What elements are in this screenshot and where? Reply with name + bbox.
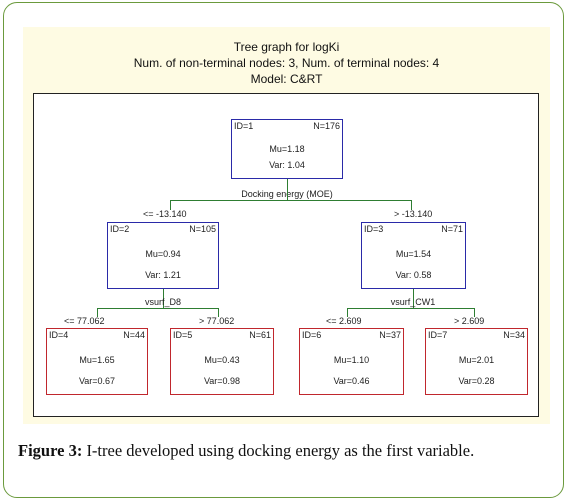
tree-node-2: ID=2 N=105 Mu=0.94 Var: 1.21 — [107, 222, 219, 289]
node-count: N=71 — [441, 224, 463, 234]
figure-caption-label: Figure 3: — [18, 441, 83, 460]
edge-root-stem — [287, 179, 288, 201]
node-variance: Var: 1.21 — [145, 270, 181, 280]
node-variance: Var: 0.58 — [395, 270, 432, 280]
node-id: ID=7 — [428, 330, 448, 340]
tree-diagram: ID=1 N=176 Mu=1.18 Var: 1.04 Docking ene… — [33, 93, 539, 417]
edge-right-stem — [413, 289, 414, 309]
node-count: N=37 — [379, 330, 401, 340]
split-label-left-right: > 77.062 — [199, 316, 235, 326]
split-label-root-right: > -13.140 — [394, 209, 433, 219]
node-id: ID=6 — [302, 330, 322, 340]
model-label: Model: C&RT — [250, 72, 323, 86]
node-variance: Var=0.98 — [203, 376, 241, 386]
edge-left-left — [97, 308, 98, 317]
split-label-right-left: <= 2.609 — [326, 316, 362, 326]
plot-area: Tree graph for logKi Num. of non-termina… — [23, 27, 550, 424]
figure-frame: Tree graph for logKi Num. of non-termina… — [3, 2, 564, 498]
node-mean: Mu=1.10 — [333, 355, 370, 365]
node-count: N=44 — [123, 330, 145, 340]
node-id: ID=4 — [49, 330, 69, 340]
edge-right-bar — [347, 308, 475, 309]
node-count: N=34 — [503, 330, 525, 340]
split-label-left-left: <= 77.062 — [64, 316, 105, 326]
node-mean: Mu=1.54 — [395, 249, 432, 259]
node-count-summary: Num. of non-terminal nodes: 3, Num. of t… — [133, 56, 440, 70]
edge-left-right — [218, 308, 219, 317]
node-id: ID=5 — [173, 330, 193, 340]
tree-node-5: ID=5 N=61 Mu=0.43 Var=0.98 — [170, 328, 274, 395]
edge-root-bar — [170, 200, 412, 201]
edge-right-left — [347, 308, 348, 317]
node-id: ID=1 — [234, 121, 254, 131]
split-variable-right: vsurf_CW1 — [390, 297, 436, 307]
figure-caption: Figure 3: I-tree developed using docking… — [18, 441, 558, 461]
tree-node-1: ID=1 N=176 Mu=1.18 Var: 1.04 — [231, 119, 343, 179]
edge-root-right — [411, 200, 412, 210]
node-variance: Var=0.28 — [458, 376, 495, 386]
node-id: ID=3 — [364, 224, 384, 234]
tree-node-4: ID=4 N=44 Mu=1.65 Var=0.67 — [46, 328, 148, 395]
edge-right-right — [474, 308, 475, 317]
node-variance: Var=0.46 — [333, 376, 370, 386]
node-variance: Var: 1.04 — [269, 160, 305, 170]
node-count: N=176 — [313, 121, 340, 131]
edge-left-stem — [163, 289, 164, 309]
figure-caption-text: I-tree developed using docking energy as… — [82, 441, 475, 460]
split-label-root-left: <= -13.140 — [143, 209, 187, 219]
node-count: N=105 — [189, 224, 216, 234]
node-mean: Mu=0.94 — [145, 249, 181, 259]
split-label-right-right: > 2.609 — [454, 316, 485, 326]
node-id: ID=2 — [110, 224, 130, 234]
tree-title: Tree graph for logKi — [233, 40, 340, 54]
node-variance: Var=0.67 — [78, 376, 116, 386]
split-variable-left: vsurf_D8 — [144, 297, 181, 307]
node-mean: Mu=1.18 — [269, 144, 305, 154]
node-count: N=61 — [249, 330, 271, 340]
edge-left-bar — [97, 308, 219, 309]
tree-node-3: ID=3 N=71 Mu=1.54 Var: 0.58 — [361, 222, 466, 289]
tree-node-6: ID=6 N=37 Mu=1.10 Var=0.46 — [299, 328, 404, 395]
node-mean: Mu=2.01 — [458, 355, 495, 365]
tree-node-7: ID=7 N=34 Mu=2.01 Var=0.28 — [425, 328, 528, 395]
node-mean: Mu=0.43 — [204, 355, 240, 365]
node-mean: Mu=1.65 — [79, 355, 115, 365]
edge-root-left — [170, 200, 171, 210]
